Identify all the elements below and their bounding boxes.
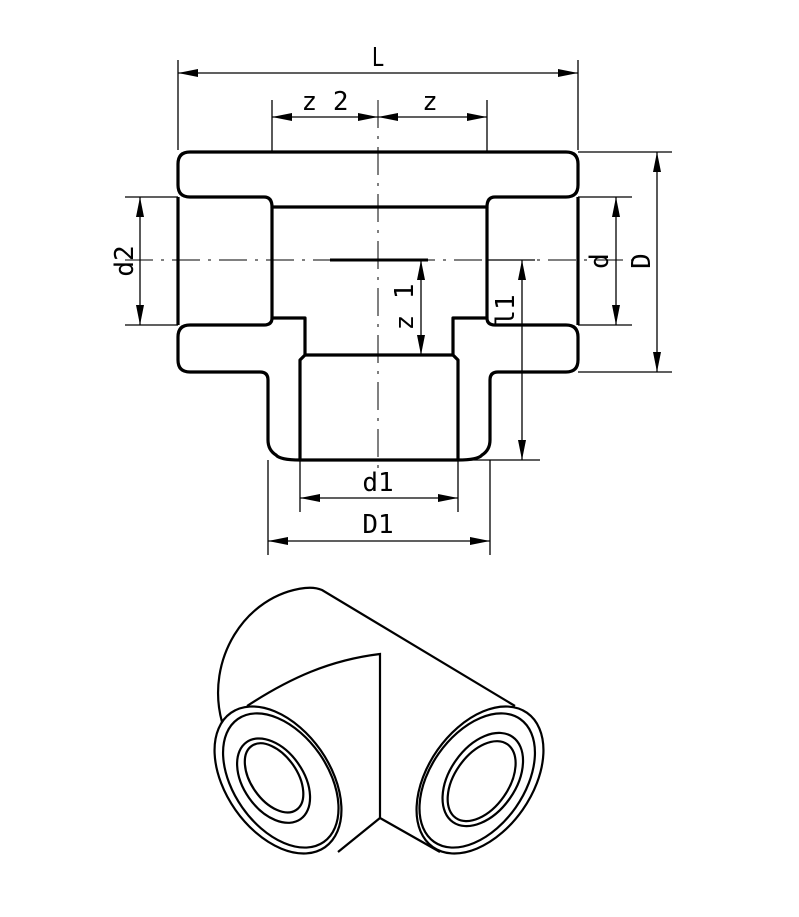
left-port-face-ring <box>221 712 340 849</box>
label-d1: d1 <box>362 468 393 498</box>
label-d2: d2 <box>110 245 140 276</box>
front-bottom-edges <box>337 816 441 853</box>
left-port-outer-ring <box>213 705 343 855</box>
right-port-bore <box>446 740 517 823</box>
label-z: z <box>422 87 438 117</box>
label-D1: D1 <box>362 510 393 540</box>
right-port-outer-ring <box>415 705 545 855</box>
left-port <box>213 705 343 855</box>
label-L: L <box>372 42 385 73</box>
section-view: L z 2 z d2 d D z 1 l1 d1 D1 <box>110 42 672 555</box>
bore-outline <box>176 197 580 462</box>
right-port-socket-ring <box>441 731 525 828</box>
tee-top-outline <box>217 586 516 723</box>
bottom-right-wall-hatch <box>451 316 580 462</box>
isometric-view <box>213 586 545 855</box>
extension-lines <box>125 60 672 555</box>
bottom-left-wall-hatch <box>176 316 307 462</box>
branch-top-edge <box>246 652 382 818</box>
right-port-face-ring <box>418 712 537 849</box>
right-port <box>415 705 545 855</box>
left-port-socket-ring <box>235 737 312 824</box>
left-port-bore <box>243 742 305 814</box>
label-D: D <box>627 253 657 269</box>
label-d: d <box>585 253 615 269</box>
label-l1: l1 <box>491 294 521 325</box>
label-z2: z 2 <box>302 87 349 117</box>
label-z1: z 1 <box>390 284 420 331</box>
